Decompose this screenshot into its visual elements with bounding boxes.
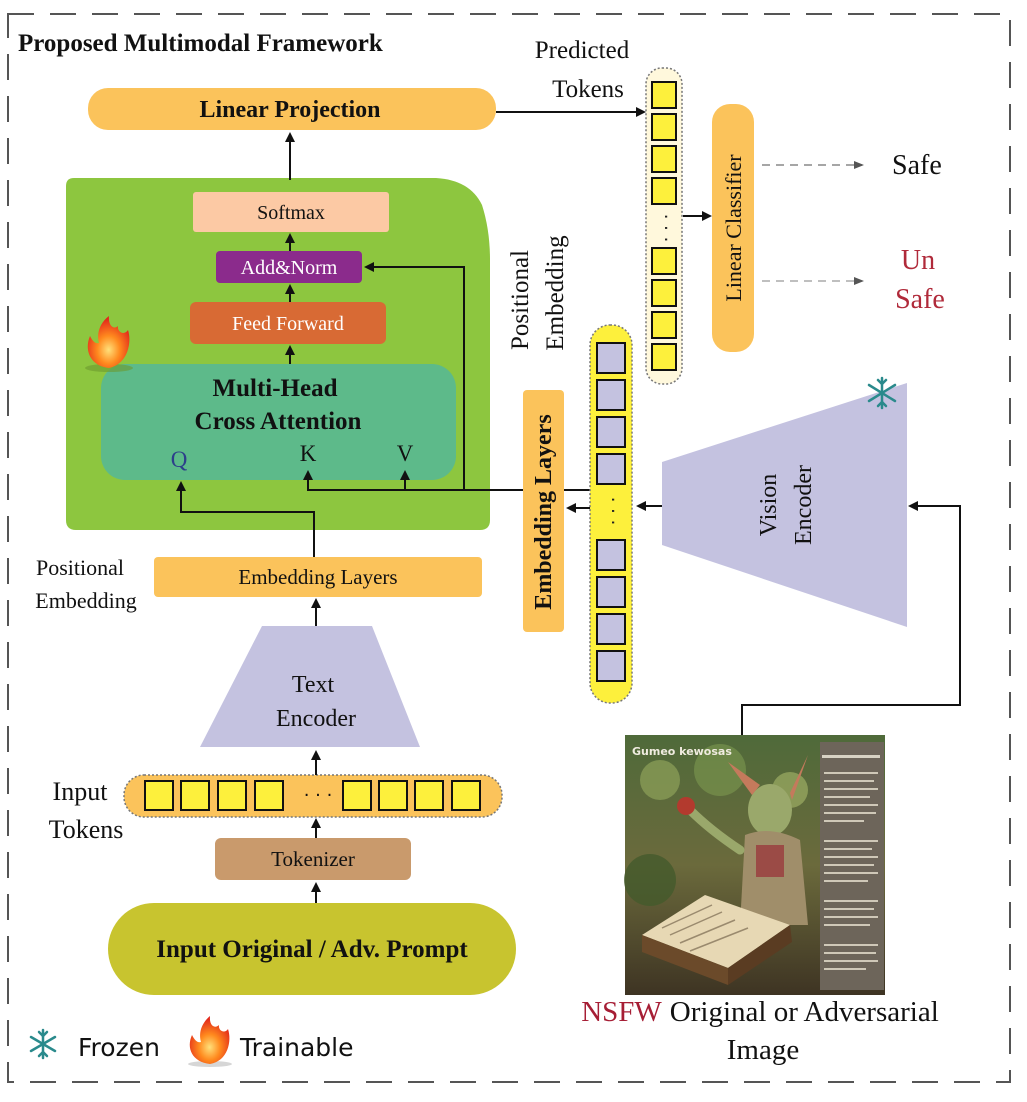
text-encoder-label-2: Encoder [276, 706, 356, 732]
vision-token-cells: · · · [596, 342, 626, 682]
input-token-cells: · · · [144, 780, 481, 811]
dashed-frame [7, 13, 1011, 1083]
softmax-label: Softmax [257, 202, 325, 224]
input-prompt-box [108, 903, 516, 995]
unsafe-label-2: Safe [895, 284, 945, 315]
v-label: V [397, 441, 414, 466]
input-tokens-label-2: Tokens [49, 815, 124, 844]
positional-embedding-vertical-1: Positional [507, 250, 534, 350]
text-embedding-layers-label: Embedding Layers [238, 565, 397, 589]
image-caption-rest: Original or Adversarial [670, 996, 939, 1028]
legend-flame-icon [188, 1016, 232, 1067]
linear-classifier-box [712, 104, 754, 352]
tokenizer-label: Tokenizer [271, 847, 355, 871]
positional-embedding-left-2: Embedding [35, 588, 136, 613]
text-embedding-layers-box [154, 557, 482, 597]
k-label: K [300, 441, 317, 466]
text-encoder-label-1: Text [292, 672, 335, 698]
input-image: Gumeo kewosas [624, 735, 885, 995]
legend-frozen-label: Frozen [78, 1033, 160, 1062]
image-to-encoder-arrow [741, 501, 961, 735]
legend-trainable-label: Trainable [239, 1033, 354, 1062]
softmax-box [193, 192, 389, 232]
unsafe-label-1: Un [901, 245, 935, 276]
predicted-tokens-label-1: Predicted [535, 37, 630, 64]
linear-classifier-label: Linear Classifier [721, 154, 746, 302]
image-caption-line2: Image [727, 1034, 799, 1066]
add-norm-label: Add&Norm [241, 257, 338, 279]
svg-text:· · ·: · · · [304, 785, 333, 806]
cross-attention-box [101, 364, 456, 480]
feed-forward-box [190, 302, 386, 344]
svg-text:· · ·: · · · [602, 497, 623, 526]
input-tokens-label-1: Input [53, 777, 109, 806]
residual-arrow [364, 262, 465, 490]
input-prompt-label: Input Original / Adv. Prompt [156, 936, 468, 963]
vision-embedding-layers-box [523, 390, 564, 632]
vision-encoder-label-2: Encoder [791, 465, 817, 545]
positional-embedding-vertical-2: Embedding [542, 235, 569, 351]
vision-encoder-label-1: Vision [756, 474, 782, 537]
q-input-arrow [176, 481, 315, 557]
cross-attention-label-1: Multi-Head [213, 375, 338, 402]
image-header-text: Gumeo kewosas [632, 745, 732, 758]
predicted-tokens-label-2: Tokens [552, 76, 624, 103]
add-norm-box [216, 251, 362, 283]
positional-embedding-left-1: Positional [36, 555, 124, 580]
feed-forward-label: Feed Forward [232, 313, 344, 335]
text-encoder-shape [200, 626, 420, 747]
linear-projection-box [88, 88, 496, 130]
frozen-snowflake-icon [867, 376, 897, 410]
cross-attention-label-2: Cross Attention [195, 408, 362, 435]
diagram-title: Proposed Multimodal Framework [18, 30, 383, 57]
nsfw-label: NSFW [581, 996, 662, 1028]
vision-embedding-layers-label: Embedding Layers [531, 414, 557, 609]
tokenizer-box [215, 838, 411, 880]
safe-label: Safe [892, 150, 942, 181]
q-label: Q [171, 447, 188, 472]
predicted-token-cells: · · · [651, 81, 677, 371]
svg-text:· · ·: · · · [655, 214, 676, 243]
vision-encoder-shape [662, 383, 907, 627]
legend-snowflake-icon [29, 1028, 57, 1060]
trainable-flame-icon [85, 316, 133, 372]
kv-input-arrow [303, 470, 596, 491]
linear-projection-label: Linear Projection [199, 97, 380, 123]
